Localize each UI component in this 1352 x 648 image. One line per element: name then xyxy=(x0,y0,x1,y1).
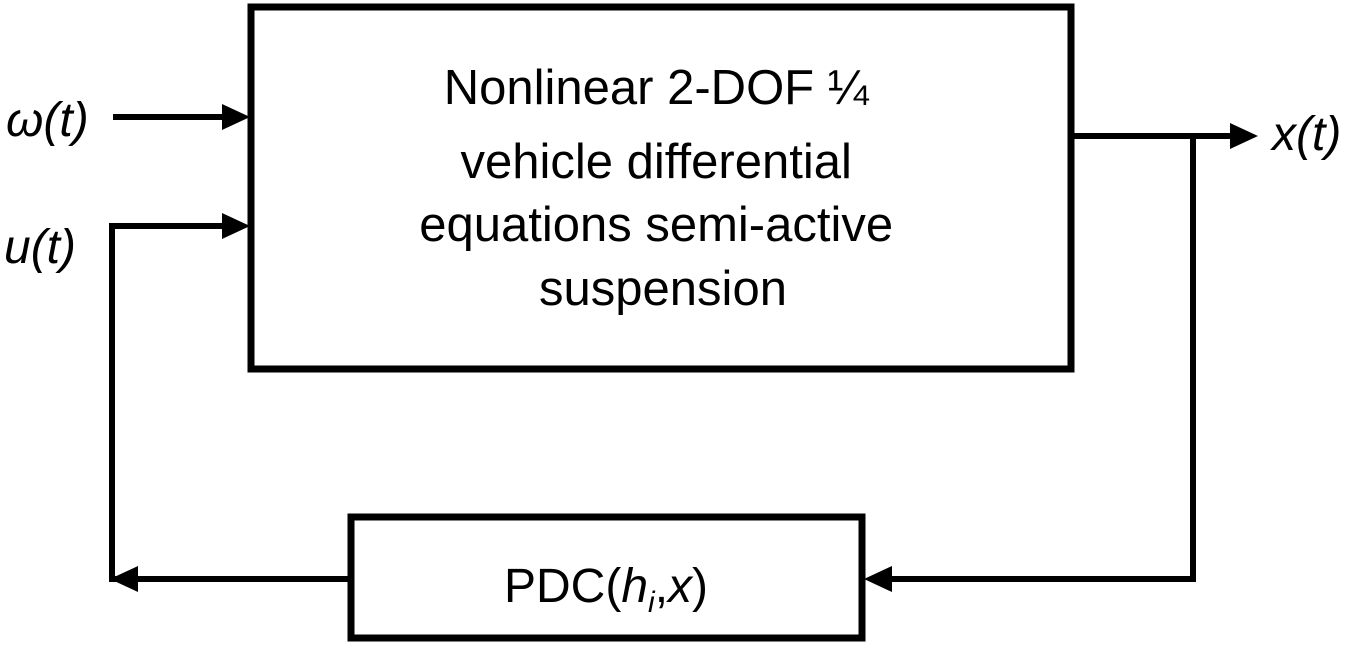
control-feedback-arrowhead xyxy=(110,566,138,592)
state-feedback-line xyxy=(885,136,1196,582)
disturbance-signal-label: ω(t) xyxy=(6,94,89,147)
controller-arg-x: x xyxy=(666,560,694,613)
control-signal-label: u(t) xyxy=(4,221,76,274)
controller-block xyxy=(347,513,866,642)
state-output-arrowhead xyxy=(1230,123,1258,149)
controller-suffix: ) xyxy=(692,560,708,613)
system-block-label: Nonlinear 2-DOF ¼ vehicle differential e… xyxy=(419,61,907,316)
controller-arg-subscript: i xyxy=(648,586,656,619)
state-feedback-arrowhead xyxy=(864,566,892,592)
system-block-line-4: suspension xyxy=(539,262,787,316)
system-block xyxy=(247,3,1075,373)
disturbance-input-arrowhead xyxy=(222,104,250,130)
control-input-arrowhead xyxy=(222,213,250,239)
controller-arg-h: h xyxy=(621,560,648,613)
system-block-line-2: vehicle differential xyxy=(461,135,852,189)
controller-block-label: PDC(hi,x) xyxy=(504,560,708,619)
state-signal-label: x(t) xyxy=(1270,108,1341,161)
controller-prefix: PDC( xyxy=(504,560,621,613)
system-block-line-1: Nonlinear 2-DOF ¼ xyxy=(444,61,870,115)
system-block-line-3: equations semi-active xyxy=(419,198,893,252)
controller-separator: , xyxy=(655,560,668,613)
